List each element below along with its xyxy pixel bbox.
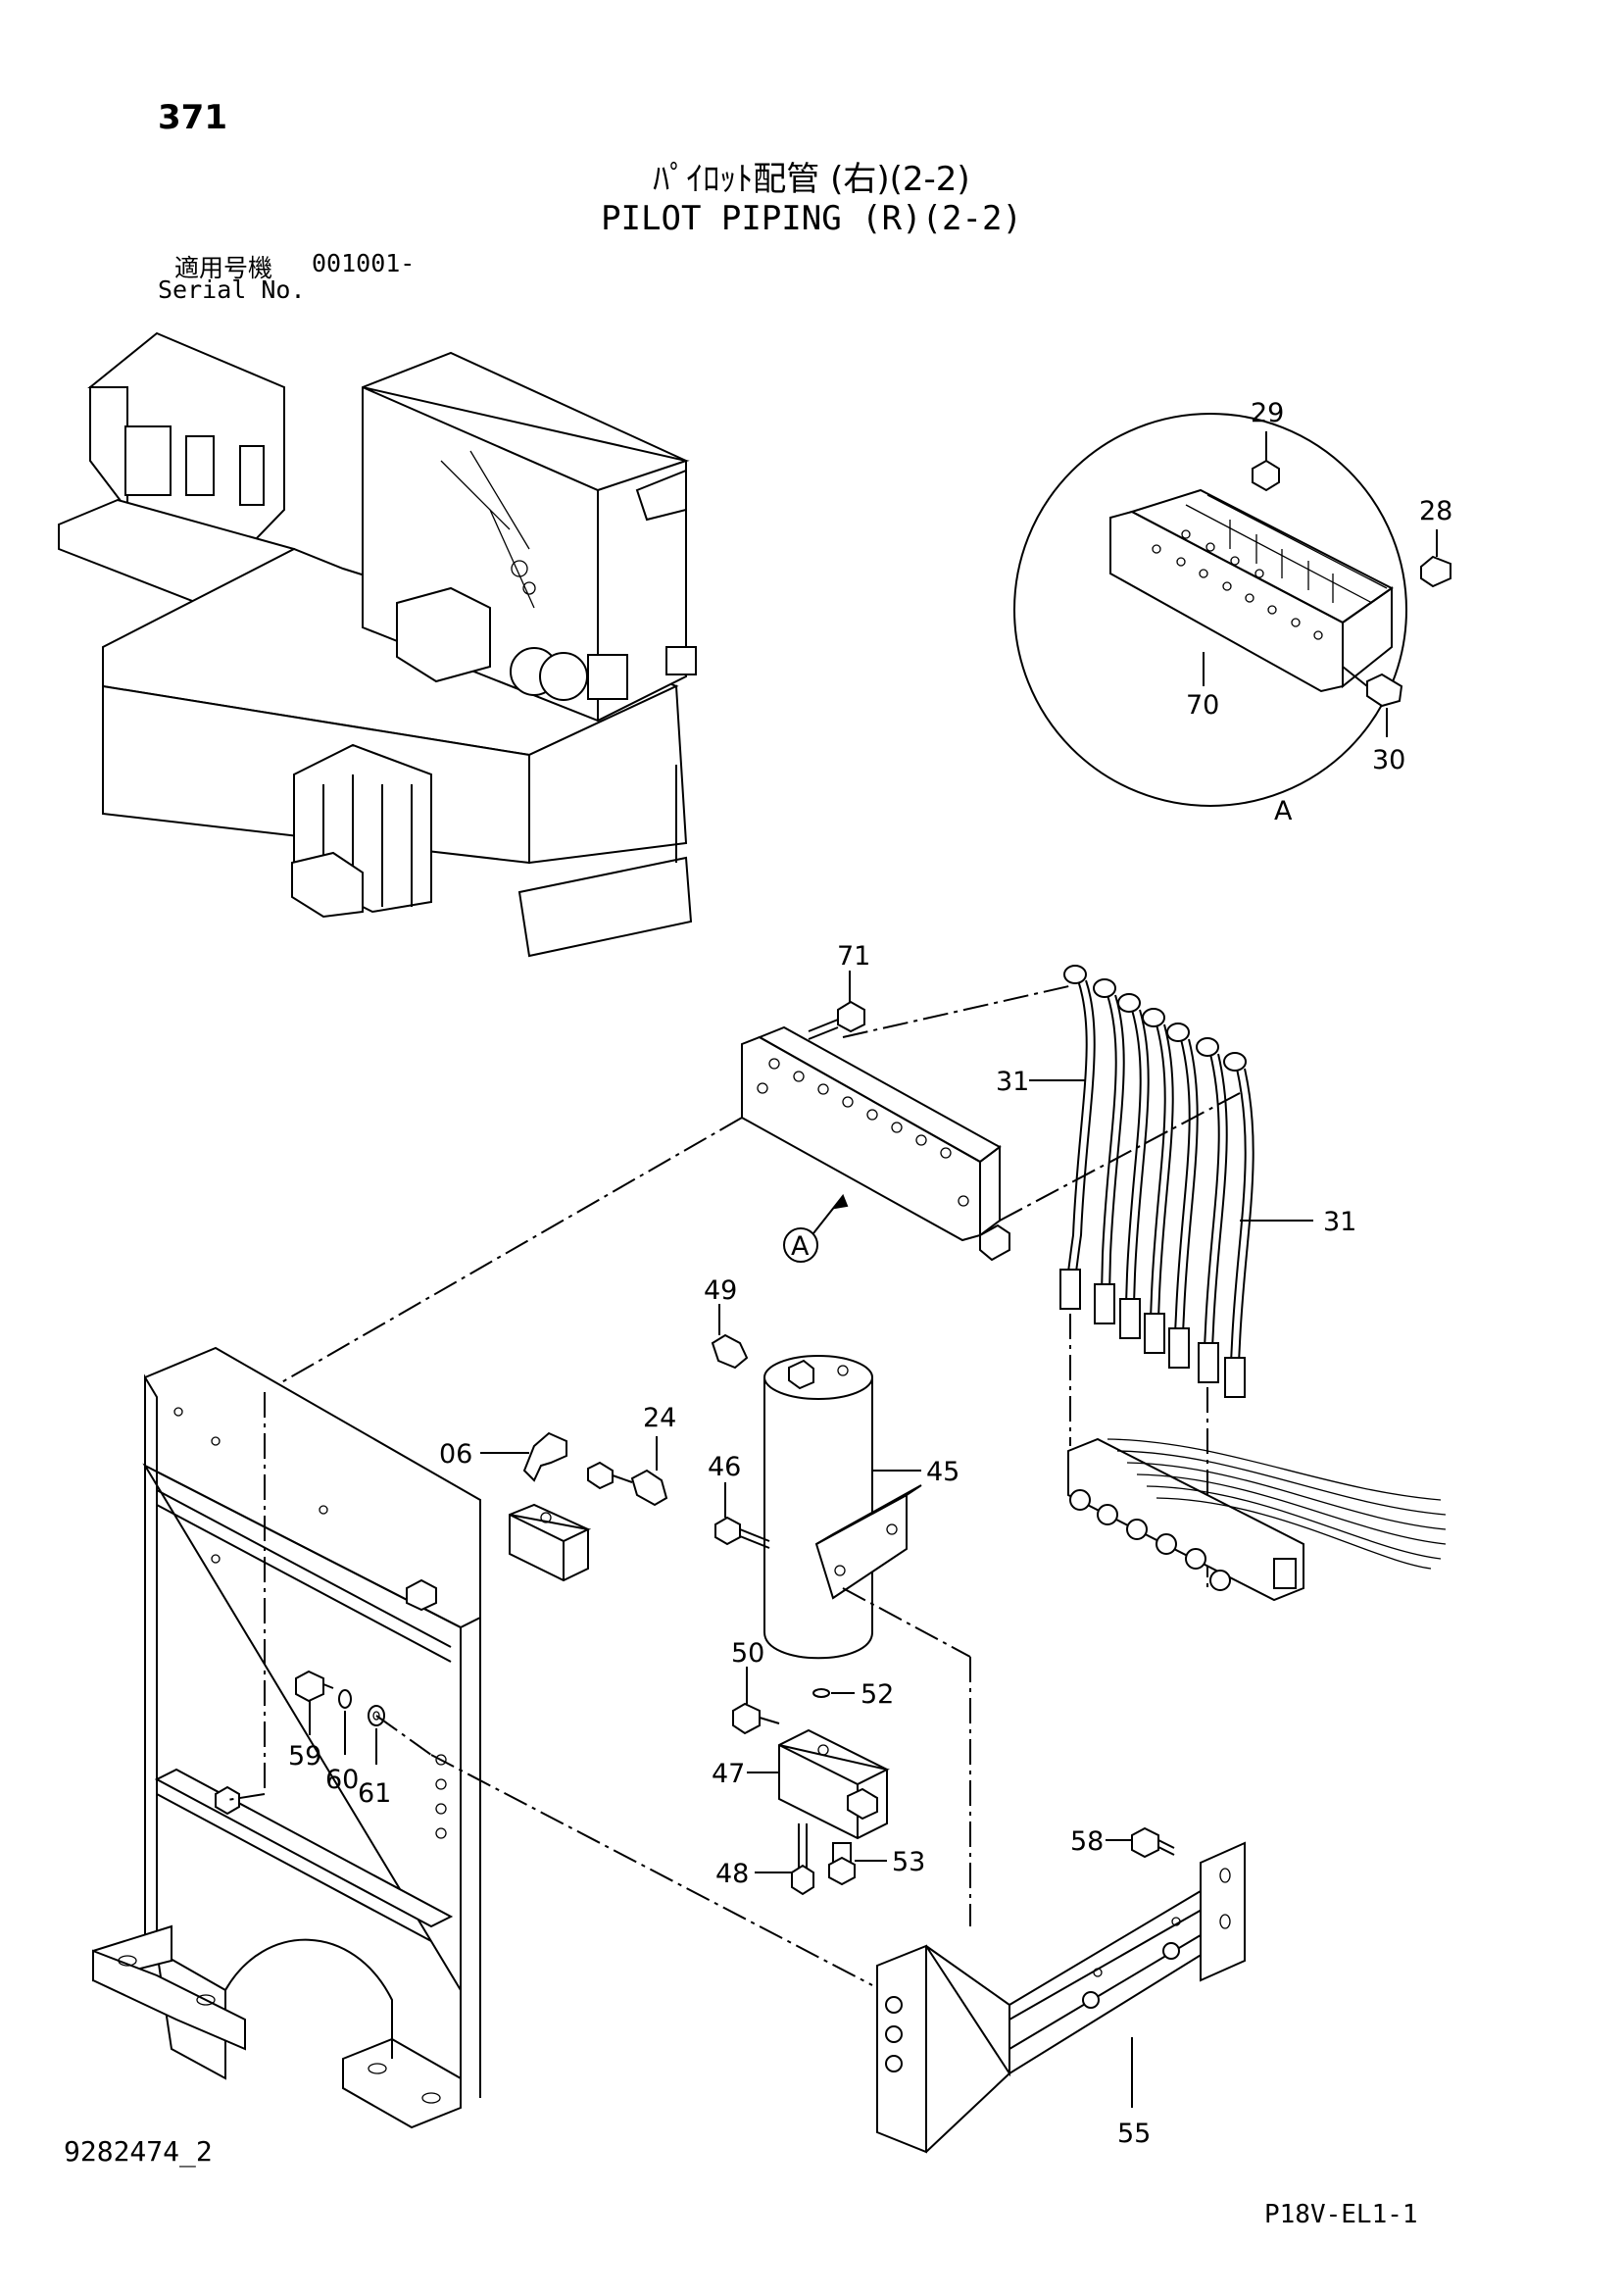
- detail-view-a: 29 28 70 30 A: [1013, 398, 1452, 826]
- callout-30: 30: [1372, 745, 1405, 775]
- title-english: PILOT PIPING (R)(2-2): [601, 199, 1022, 238]
- elbow-fitting-icon: [522, 1431, 567, 1482]
- bracket-frame-icon: [876, 1841, 1246, 2154]
- fitting-icon: [828, 1842, 856, 1886]
- callout-61: 61: [358, 1778, 391, 1809]
- title-japanese: ﾊﾟｲﾛｯﾄ配管 (右)(2-2): [653, 160, 970, 199]
- serial-label-english: Serial No.: [158, 275, 306, 304]
- callout-31-upper: 31: [996, 1067, 1029, 1097]
- port-row: [757, 1058, 969, 1207]
- bolt-icon: [1131, 1826, 1175, 1859]
- callout-70: 70: [1186, 690, 1219, 721]
- washer-icon: [368, 1705, 385, 1726]
- callout-a-marker: A: [791, 1231, 810, 1262]
- callout-46: 46: [708, 1452, 741, 1482]
- callout-55: 55: [1117, 2119, 1151, 2149]
- callout-31-lower: 31: [1323, 1207, 1356, 1237]
- callout-59: 59: [288, 1741, 321, 1772]
- pilot-manifold-block: [741, 1000, 1010, 1262]
- callout-71: 71: [837, 941, 870, 972]
- bracket-frame-icon: [92, 1346, 481, 2129]
- valve-block-icon: [778, 1728, 890, 1840]
- machine-overview-icon: [58, 331, 697, 958]
- callout-28: 28: [1419, 496, 1452, 526]
- callout-52: 52: [861, 1679, 894, 1710]
- page-number: 371: [158, 98, 227, 137]
- bolt-icon: [791, 1823, 814, 1896]
- callout-24: 24: [643, 1403, 676, 1433]
- bolt-icon: [714, 1516, 770, 1549]
- control-valve-bank: [1067, 1437, 1447, 1602]
- o-ring-icon: [812, 1688, 830, 1698]
- elbow-fitting-icon: [711, 1333, 749, 1370]
- drawing-number: 9282474_2: [64, 2135, 213, 2168]
- valve-block-icon: [509, 1503, 592, 1582]
- accumulator-icon: [763, 1355, 922, 1660]
- callout-06: 06: [439, 1439, 472, 1470]
- callout-58: 58: [1070, 1826, 1104, 1857]
- callout-60: 60: [325, 1765, 359, 1795]
- callout-50: 50: [731, 1638, 764, 1669]
- port-row: [1152, 529, 1323, 640]
- callout-48: 48: [715, 1859, 749, 1889]
- hydraulic-hose-icon: [1059, 965, 1254, 1398]
- fitting-icon: [732, 1702, 780, 1735]
- elbow-fitting-icon: [587, 1461, 668, 1507]
- page-code: P18V-EL1-1: [1264, 2200, 1418, 2229]
- detail-view-label: A: [1274, 796, 1293, 826]
- callout-29: 29: [1251, 398, 1284, 428]
- callout-45: 45: [926, 1457, 959, 1487]
- washer-icon: [338, 1689, 352, 1709]
- bolt-icon: [295, 1670, 334, 1703]
- callout-47: 47: [712, 1759, 745, 1789]
- serial-number-range: 001001-: [312, 249, 416, 277]
- serial-label-japanese: 適用号機: [174, 254, 273, 282]
- callout-49: 49: [704, 1275, 737, 1306]
- callout-53: 53: [892, 1847, 925, 1877]
